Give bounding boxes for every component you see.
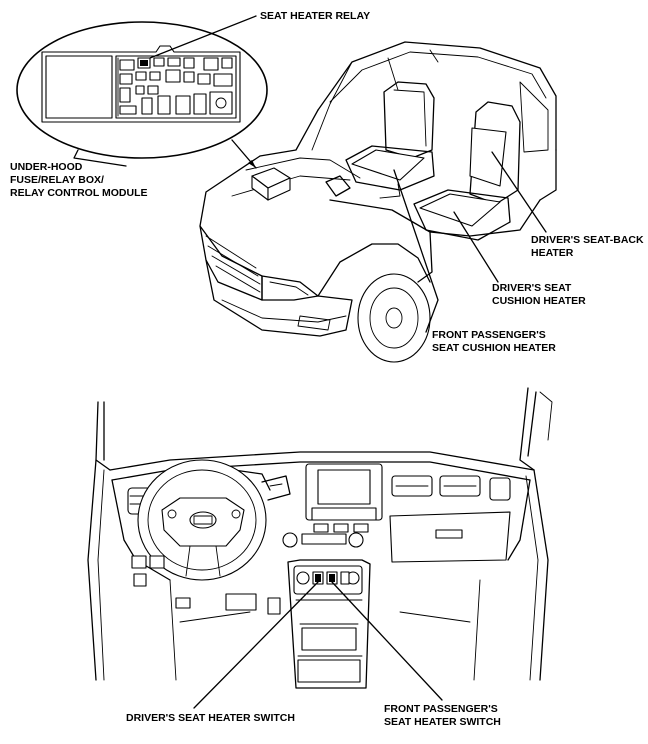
label-front-passenger-seat-heater-switch-line-1: FRONT PASSENGER'S [384,703,498,715]
label-front-passenger-seat-cushion-heater-line-1: FRONT PASSENGER'S [432,329,546,341]
label-drivers-seat-back-heater-line-1: DRIVER'S SEAT-BACK [531,234,644,246]
label-drivers-seat-back-heater-line-2: HEATER [531,247,574,259]
dashboard-illustration [87,387,553,689]
drivers-seat [413,101,521,241]
top-leader-lines [73,15,547,333]
label-drivers-seat-cushion-heater-line-2: CUSHION HEATER [492,295,586,307]
callout-labels: SEAT HEATER RELAY UNDER-HOOD FUSE/RELAY … [10,10,644,728]
label-front-passenger-seat-cushion-heater-line-2: SEAT CUSHION HEATER [432,342,556,354]
drivers-seat-cushion-heater-pad [419,193,501,227]
front-wheel [357,273,431,363]
drivers-seat-back-heater-pad [469,127,507,187]
steering-wheel [137,459,267,581]
front-passenger-seat [345,81,435,199]
bottom-leader-lines [193,581,443,709]
label-seat-heater-relay: SEAT HEATER RELAY [260,10,370,22]
label-drivers-seat-heater-switch: DRIVER'S SEAT HEATER SWITCH [126,712,295,724]
fuse-box-detail-callout [16,21,268,159]
front-passenger-seat-cushion-heater-pad [351,149,425,181]
under-hood-fuse-box [251,167,291,201]
label-under-hood-line-3: RELAY CONTROL MODULE [10,187,147,199]
label-drivers-seat-cushion-heater-line-1: DRIVER'S SEAT [492,282,572,294]
label-front-passenger-seat-heater-switch-line-2: SEAT HEATER SWITCH [384,716,501,728]
label-under-hood-line-1: UNDER-HOOD [10,161,83,173]
vehicle-illustration [199,41,557,363]
seat-heater-switch-panel [293,565,363,595]
label-under-hood-line-2: FUSE/RELAY BOX/ [10,174,104,186]
